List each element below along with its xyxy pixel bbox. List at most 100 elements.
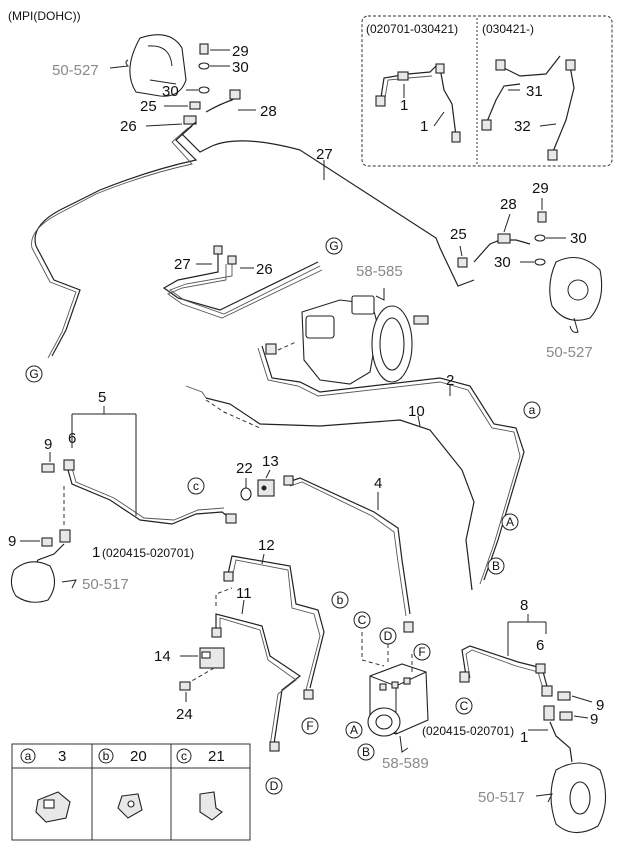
callout-c29b: 29 — [532, 180, 549, 197]
connector-C2: C — [455, 697, 473, 715]
pipe-10-start — [185, 385, 207, 399]
washer-30-mid — [186, 86, 210, 94]
connector-A2: A — [345, 721, 363, 739]
connector-F1: F — [413, 643, 431, 661]
brake-pipe-2-b — [257, 347, 521, 585]
master-cylinder-booster — [301, 288, 429, 385]
pipe-4-end — [403, 621, 414, 633]
connector-B1: B — [487, 557, 505, 575]
callout-c27a: 27 — [316, 146, 333, 163]
callout-c26b: 26 — [256, 261, 273, 278]
bolt-dash — [189, 667, 215, 683]
inset-right-period: (030421-) — [482, 22, 534, 36]
washer-22 — [240, 478, 252, 501]
connector-A1: A — [501, 513, 519, 531]
ref-50-527-top: 50-527 — [52, 62, 99, 79]
callout-c31: 31 — [526, 83, 543, 100]
connector-D1: D — [379, 627, 397, 645]
rear-right-hardware — [457, 198, 566, 268]
connector-circle-A2 — [345, 721, 363, 739]
connector-b1: b — [331, 591, 349, 609]
brake-pipe-8 — [459, 614, 553, 697]
connector-circle-cc1 — [187, 477, 205, 495]
connector-B2: B — [357, 743, 375, 761]
valve-14 — [180, 647, 225, 669]
callout-c11: 11 — [236, 585, 252, 602]
brake-pipe-2 — [261, 345, 525, 581]
connector-label-F1: F — [418, 645, 425, 659]
legend-table — [11, 743, 251, 841]
front-right-hose — [528, 691, 593, 763]
brake-pipe-5 — [63, 406, 237, 525]
ref-50-527-right: 50-527 — [546, 344, 593, 361]
legend-key-b: b — [103, 749, 110, 763]
connector-g2: G — [25, 365, 43, 383]
date-note-left: (020415-020701) — [102, 546, 194, 560]
callout-c22: 22 — [236, 460, 253, 477]
legend-part-c: 21 — [208, 748, 225, 765]
bolt-29-top — [199, 43, 230, 55]
callout-c13: 13 — [262, 453, 279, 470]
callout-c24: 24 — [176, 706, 193, 723]
connector-circle-C2 — [455, 697, 473, 715]
variant-label: (MPI(DOHC)) — [8, 9, 81, 23]
ref-50-517-left: 50-517 — [82, 576, 129, 593]
connector-g1: G — [325, 237, 343, 255]
callout-c28a: 28 — [260, 103, 277, 120]
callout-c1b: 1 — [400, 97, 408, 114]
callout-c28b: 28 — [500, 196, 517, 213]
callout-c1a: 1 — [92, 544, 100, 561]
inset-left-period: (020701-030421) — [366, 22, 458, 36]
connector-label-C2: C — [460, 699, 469, 713]
callout-c5: 5 — [98, 389, 106, 406]
pipe-4-fitting — [283, 475, 294, 486]
connector-circle-D2 — [265, 777, 283, 795]
connector-label-B2: B — [362, 745, 370, 759]
ref-arrow-517-left — [61, 579, 77, 589]
connector-label-A1: A — [506, 515, 514, 529]
connector-label-b1: b — [337, 593, 344, 607]
mc-fitting — [265, 343, 277, 355]
callout-c29a: 29 — [232, 43, 249, 60]
connector-circle-F2 — [301, 717, 319, 735]
connector-cc1: c — [187, 477, 205, 495]
clip-25-top — [164, 101, 201, 110]
callout-c25b: 25 — [450, 226, 467, 243]
fitting-26-top — [145, 115, 197, 127]
hose-28-top — [205, 89, 256, 113]
ref-58-589: 58-589 — [382, 755, 429, 772]
ref-arrow-527 — [569, 317, 579, 333]
legend-part-a: 3 — [58, 748, 66, 765]
bolt-24 — [179, 681, 191, 702]
connector-circle-F1 — [413, 643, 431, 661]
callout-c26a: 26 — [120, 118, 137, 135]
washer-30-top — [198, 62, 230, 70]
connector-circle-C1 — [353, 611, 371, 629]
connector-circle-B1 — [487, 557, 505, 575]
brake-pipe-4-b — [289, 481, 407, 617]
ref-arrow-517-right — [535, 793, 553, 803]
brake-pipe-27-left — [34, 125, 198, 357]
legend-part-b: 20 — [130, 748, 147, 765]
callout-c30a: 30 — [232, 59, 249, 76]
connector-label-g2: G — [29, 367, 38, 381]
callout-c6a: 6 — [68, 430, 76, 447]
date-note-right: (020415-020701) — [422, 724, 514, 738]
connector-label-g1: G — [329, 239, 338, 253]
connector-label-F2: F — [306, 719, 313, 733]
mc-dash — [277, 341, 297, 351]
connector-circle-a1 — [523, 401, 541, 419]
connector-D2: D — [265, 777, 283, 795]
connector-label-A2: A — [350, 723, 358, 737]
variant-inset — [361, 15, 613, 167]
callout-c12: 12 — [258, 537, 275, 554]
front-left-brake — [10, 561, 56, 603]
clip-9-top-left — [41, 452, 55, 473]
callout-c1c: 1 — [420, 118, 428, 135]
connector-C1: C — [353, 611, 371, 629]
legend-row: a 3 b 20 c 21 — [20, 748, 225, 765]
callout-c9d: 9 — [590, 711, 598, 728]
callout-c6b: 6 — [536, 637, 544, 654]
